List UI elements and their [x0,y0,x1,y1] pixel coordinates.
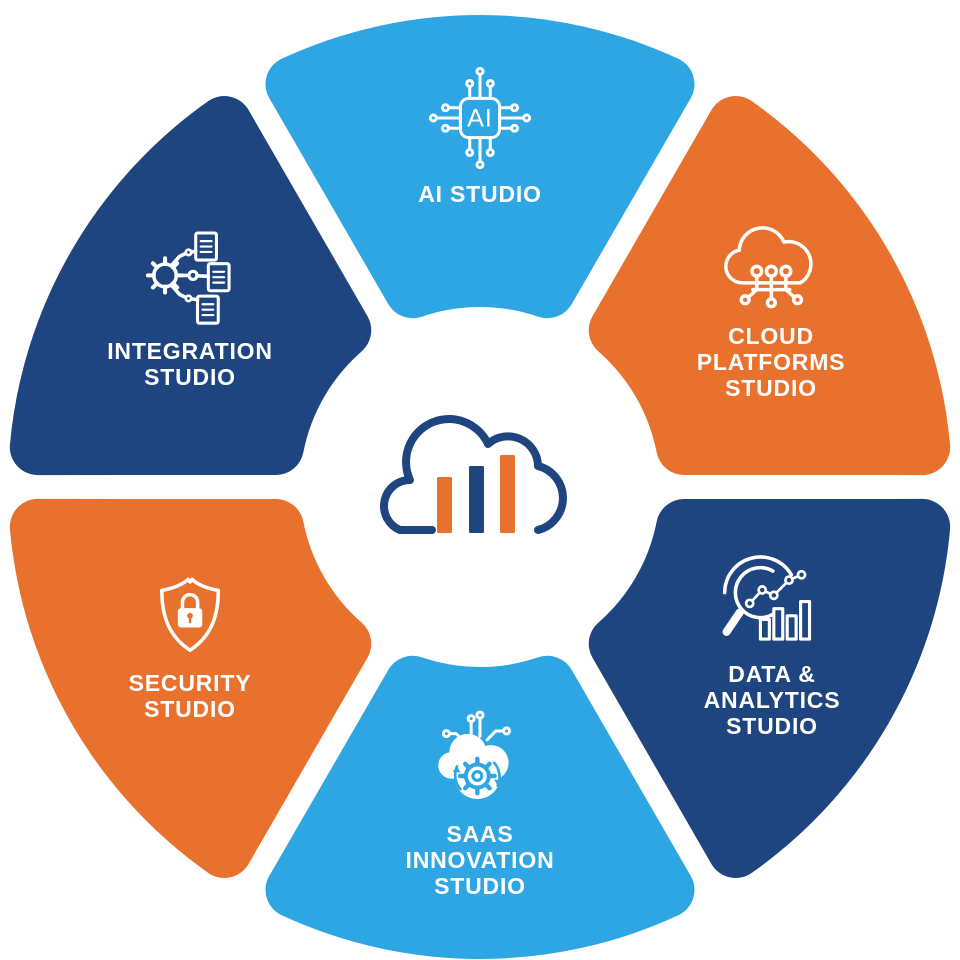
wedge-saas-innovation-studio [265,655,695,959]
wedge-ai-studio [265,15,695,319]
logo-bar-3 [500,455,515,533]
wedge-security-studio [9,498,372,878]
wedge-data-analytics-studio [588,498,951,878]
cloud-bar-chart-logo [370,408,590,548]
wedge-integration-studio [9,96,372,476]
logo-bar-2 [469,466,484,533]
logo-bar-1 [437,477,452,533]
